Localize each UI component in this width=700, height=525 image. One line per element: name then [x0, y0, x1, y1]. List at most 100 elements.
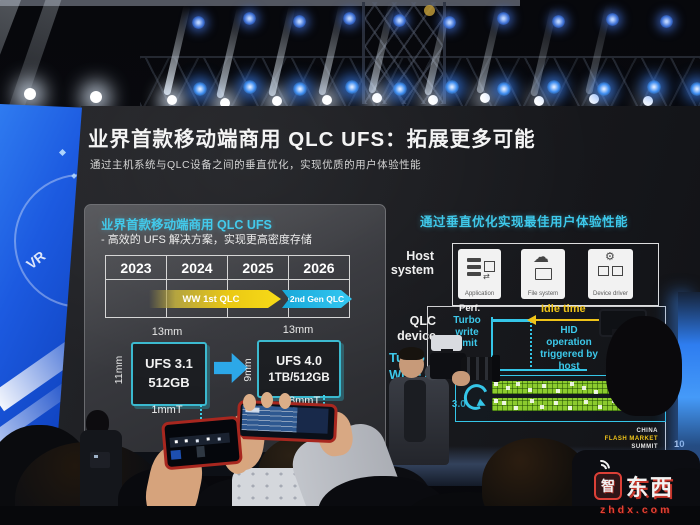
photographer-body — [80, 430, 122, 520]
spotlight-lamp — [272, 96, 282, 106]
light-beam — [318, 4, 346, 96]
device-driver-card: ⚙ Device driver — [588, 249, 633, 299]
watermark-boxed-char: 智 — [601, 478, 615, 494]
blue-light-fixture — [243, 12, 256, 25]
recording-phone-lower — [161, 415, 243, 471]
application-label: Application — [464, 291, 495, 297]
turbo-level-line — [492, 319, 531, 322]
spotlight-lamp — [643, 96, 653, 106]
gen2-arrow: 2nd Gen QLC — [282, 290, 352, 308]
host-label-1: Host — [406, 249, 434, 263]
watermark-chars: 东西 — [626, 475, 675, 500]
device-driver-icon: ⚙ — [598, 251, 623, 280]
standing-photographer — [76, 405, 131, 520]
watermark-domain: zhdx.com — [600, 504, 673, 516]
roadmap-cell — [228, 280, 289, 318]
blue-wash-light — [445, 80, 459, 94]
phone-lower-bluepanel — [170, 449, 182, 460]
idle-arrow-line — [535, 319, 643, 321]
qlc-label-1: QLC — [409, 314, 436, 328]
drop-dotted-line — [530, 321, 532, 371]
cameraman-hair — [399, 347, 424, 360]
chip-old-height-label: 11mm — [113, 355, 125, 385]
blue-light-fixture — [660, 15, 673, 28]
presentation-screen: 业界首款移动端商用 QLC UFS：拓展更多可能 通过主机系统与QLC设备之间的… — [55, 106, 700, 468]
spotlight-lamp — [322, 95, 332, 105]
year-2026: 2026 — [289, 256, 350, 280]
cameraman-hand — [452, 371, 470, 386]
chip-old: UFS 3.1 512GB — [131, 342, 207, 406]
blue-light-fixture — [606, 13, 619, 26]
spotlight-lamp — [24, 88, 36, 100]
blue-wash-light — [647, 80, 661, 94]
light-beam — [163, 4, 191, 96]
blue-light-fixture — [393, 14, 406, 27]
blue-light-fixture — [293, 15, 306, 28]
host-system-box: ⇄ Application ☁ File system ⚙ Device dri… — [452, 243, 659, 306]
application-card: ⇄ Application — [458, 249, 501, 299]
event-logo-line2: FLASH MARKET — [604, 435, 658, 442]
truss-pulley — [424, 5, 435, 16]
file-system-card: ☁ File system — [521, 249, 565, 299]
right-heading: 通过垂直优化实现最佳用户体验性能 — [420, 215, 629, 229]
chip-new-height-label: 9mm — [242, 358, 254, 382]
handheld-camera — [90, 452, 110, 468]
blue-light-fixture — [443, 16, 456, 29]
gen1-arrow: WW 1st QLC — [149, 290, 281, 308]
blue-wash-light — [243, 80, 257, 94]
chip-new: UFS 4.0 1TB/512GB — [257, 340, 341, 398]
stage-lights — [0, 0, 700, 208]
finger — [243, 394, 256, 411]
camera-lens — [461, 357, 498, 380]
perf-axis-x — [491, 369, 587, 371]
file-system-icon: ☁ — [532, 249, 554, 281]
hid-line: operation — [546, 337, 592, 348]
chip-new-name: UFS 4.0 — [276, 353, 322, 368]
watermark: 智 东西 zhdx.com — [588, 456, 698, 516]
hid-line: host — [558, 361, 580, 372]
turbo-write-limit-label: Turbo write limit — [446, 315, 488, 350]
camera-flash — [431, 335, 462, 351]
spotlight-lamp — [90, 91, 102, 103]
blue-wash-light — [497, 82, 511, 96]
slide-title: 业界首款移动端商用 QLC UFS：拓展更多可能 — [88, 128, 536, 151]
file-system-label: File system — [527, 291, 559, 297]
year-2023: 2023 — [106, 256, 167, 280]
nand-free-cells — [494, 399, 498, 403]
led-edge-column — [678, 292, 700, 468]
spotlight-lamp — [480, 93, 490, 103]
suit-man-head — [606, 316, 682, 416]
ceiling-edge-strip — [0, 0, 520, 6]
blue-wash-light — [293, 82, 307, 96]
light-beam — [368, 2, 396, 94]
blue-wash-light — [547, 80, 561, 94]
chip-old-capacity: 512GB — [148, 375, 190, 390]
blue-wash-light — [597, 82, 611, 96]
roadmap-table: 2023 2024 2025 2026 — [105, 255, 350, 318]
chip-new-width-label: 13mm — [282, 324, 314, 336]
blue-light-fixture — [343, 12, 356, 25]
camera-glint — [94, 455, 98, 458]
limit-line: write — [455, 326, 479, 338]
hid-line: HID — [560, 325, 578, 336]
blue-light-fixture — [497, 12, 510, 25]
blue-wash-light — [345, 80, 359, 94]
chip-old-width-label: 13mm — [151, 326, 183, 338]
blue-wash-light — [393, 82, 407, 96]
spotlight-lamp — [534, 96, 544, 106]
limit-line: Turbo — [453, 315, 481, 326]
phone-lower-dot — [174, 440, 178, 444]
year-2024: 2024 — [167, 256, 228, 280]
finger — [261, 392, 273, 408]
finger — [279, 393, 291, 409]
feature-fragment: o 3.0 — [443, 399, 466, 410]
application-icon: ⇄ — [467, 256, 495, 281]
idle-arrow-head — [527, 315, 536, 325]
idle-time-label: Idle time — [541, 303, 586, 315]
host-system-label: Host system — [386, 249, 434, 278]
year-2025: 2025 — [228, 256, 289, 280]
blue-light-fixture — [192, 16, 205, 29]
blue-light-fixture — [552, 15, 565, 28]
qlc-device-label: QLC device — [388, 314, 436, 344]
